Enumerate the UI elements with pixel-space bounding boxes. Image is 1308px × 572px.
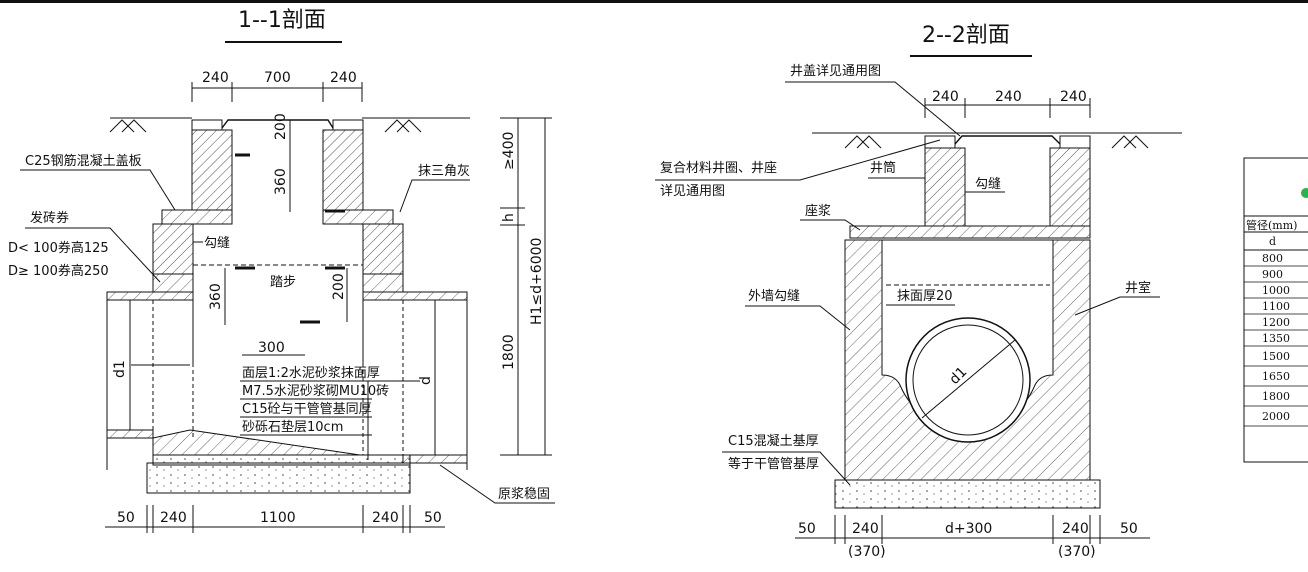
left-dim-360-mid: 360 — [208, 283, 224, 310]
right-label-plaster: 抹面厚20 — [897, 289, 953, 304]
right-shaft-wall-left — [924, 147, 966, 227]
table-row: 900 — [1262, 268, 1283, 281]
right-shaft-wall-right — [1049, 147, 1091, 227]
right-label-cover-ref: 井盖详见通用图 — [790, 64, 881, 79]
left-label-arch-large: D≥ 100券高250 — [8, 263, 109, 279]
left-dim-range: H1≤d+6000 — [529, 238, 545, 325]
left-base-gravel — [146, 462, 411, 494]
left-label-cover-slab: C25钢筋混凝土盖板 — [25, 153, 142, 169]
table-row: 1350 — [1262, 332, 1290, 345]
left-label-step: 踏步 — [270, 275, 296, 290]
right-label-chamber: 井室 — [1125, 280, 1151, 296]
table-row: 800 — [1262, 252, 1283, 265]
left-dim-200-mid: 200 — [331, 273, 347, 300]
right-label-pointing: 勾缝 — [975, 177, 1001, 192]
right-bottom-sub-1: (370) — [848, 544, 886, 560]
right-bottom-sub-2: (370) — [1058, 544, 1096, 560]
left-title: 1--1剖面 — [238, 8, 326, 33]
green-status-icon — [1301, 188, 1308, 198]
right-bottom-dim-3: d+300 — [945, 521, 992, 537]
left-bottom-dim-3: 1100 — [260, 510, 296, 526]
right-bottom-dim-4: 240 — [1062, 521, 1089, 537]
table-row: 1650 — [1262, 370, 1290, 383]
left-top-dim-3: 240 — [330, 70, 357, 86]
left-bottom-dim-5: 50 — [424, 510, 442, 526]
left-top-dim-1: 240 — [202, 70, 229, 86]
table-row: 1800 — [1262, 390, 1290, 403]
left-label-brick-arch: 发砖券 — [30, 210, 69, 226]
right-bottom-dim-1: 50 — [798, 521, 816, 537]
right-label-composite-2: 详见通用图 — [660, 184, 725, 199]
table-header: 管径(mm) — [1246, 218, 1297, 232]
top-border — [0, 0, 1308, 3]
right-bottom-dim-5: 50 — [1120, 521, 1138, 537]
right-label-base-1: C15混凝土基厚 — [728, 433, 819, 449]
left-dim-300: 300 — [258, 340, 285, 356]
left-dim-d1: d1 — [112, 360, 128, 378]
table-row: 1200 — [1262, 316, 1290, 329]
section-2-2: 2--2剖面 240 240 240 d1 井盖详见通用图 复合材料 — [655, 23, 1182, 560]
left-label-layer1: 面层1:2水泥砂浆抹面厚 — [242, 366, 380, 381]
right-seat-mortar — [849, 225, 1091, 239]
left-bottom-dim-4: 240 — [372, 510, 399, 526]
right-label-seat-mortar: 座浆 — [805, 204, 831, 219]
right-label-base-2: 等于干管管基厚 — [728, 456, 819, 472]
table-row: 1100 — [1262, 300, 1290, 313]
left-label-pointing: 勾缝 — [204, 236, 230, 251]
left-dim-h: h — [501, 213, 517, 222]
left-label-layer3: C15砼与干管管基同厚 — [242, 402, 372, 417]
table-row: 1500 — [1262, 350, 1290, 363]
table-subheader: d — [1269, 235, 1276, 248]
left-dim-d: d — [418, 376, 434, 385]
right-top-dim-1: 240 — [932, 89, 959, 105]
left-dim-1800: 1800 — [501, 334, 517, 370]
left-label-triangle-ash: 抹三角灰 — [418, 164, 470, 179]
right-label-outer-pointing: 外墙勾缝 — [748, 289, 800, 304]
right-title: 2--2剖面 — [922, 23, 1010, 48]
left-top-dim-2: 700 — [264, 70, 291, 86]
left-shaft-wall-right — [322, 129, 364, 211]
left-bottom-dim-2: 240 — [160, 510, 187, 526]
left-dim-ge400: ≥400 — [501, 132, 517, 170]
pipe-diameter-table: 管径(mm) d 800 900 1000 1100 1200 1350 1500 1650 1… — [1243, 157, 1308, 463]
right-top-dim-3: 240 — [1060, 89, 1087, 105]
right-label-composite-1: 复合材料井圈、井座 — [660, 161, 777, 176]
right-base — [834, 479, 1101, 509]
left-cover-slab-left — [161, 209, 233, 225]
right-label-shaft: 井筒 — [870, 160, 896, 176]
left-label-layer4: 砂砾石垫层10cm — [242, 419, 343, 435]
left-cover-slab-right — [322, 209, 394, 225]
left-label-consolidation: 原浆稳固 — [498, 486, 550, 502]
left-dim-360-top: 360 — [273, 168, 289, 195]
right-bottom-dim-2: 240 — [852, 521, 879, 537]
left-shaft-wall-left — [191, 129, 233, 211]
left-label-layer2: M7.5水泥砂浆砌MU10砖 — [242, 384, 389, 399]
table-row: 1000 — [1262, 284, 1290, 297]
left-bottom-dim-1: 50 — [117, 510, 135, 526]
left-dim-200-top: 200 — [273, 113, 289, 140]
table-row: 2000 — [1262, 410, 1290, 423]
right-top-dim-2: 240 — [995, 89, 1022, 105]
left-label-arch-small: D< 100券高125 — [8, 240, 109, 256]
section-1-1: 1--1剖面 240 700 240 — [8, 8, 555, 533]
